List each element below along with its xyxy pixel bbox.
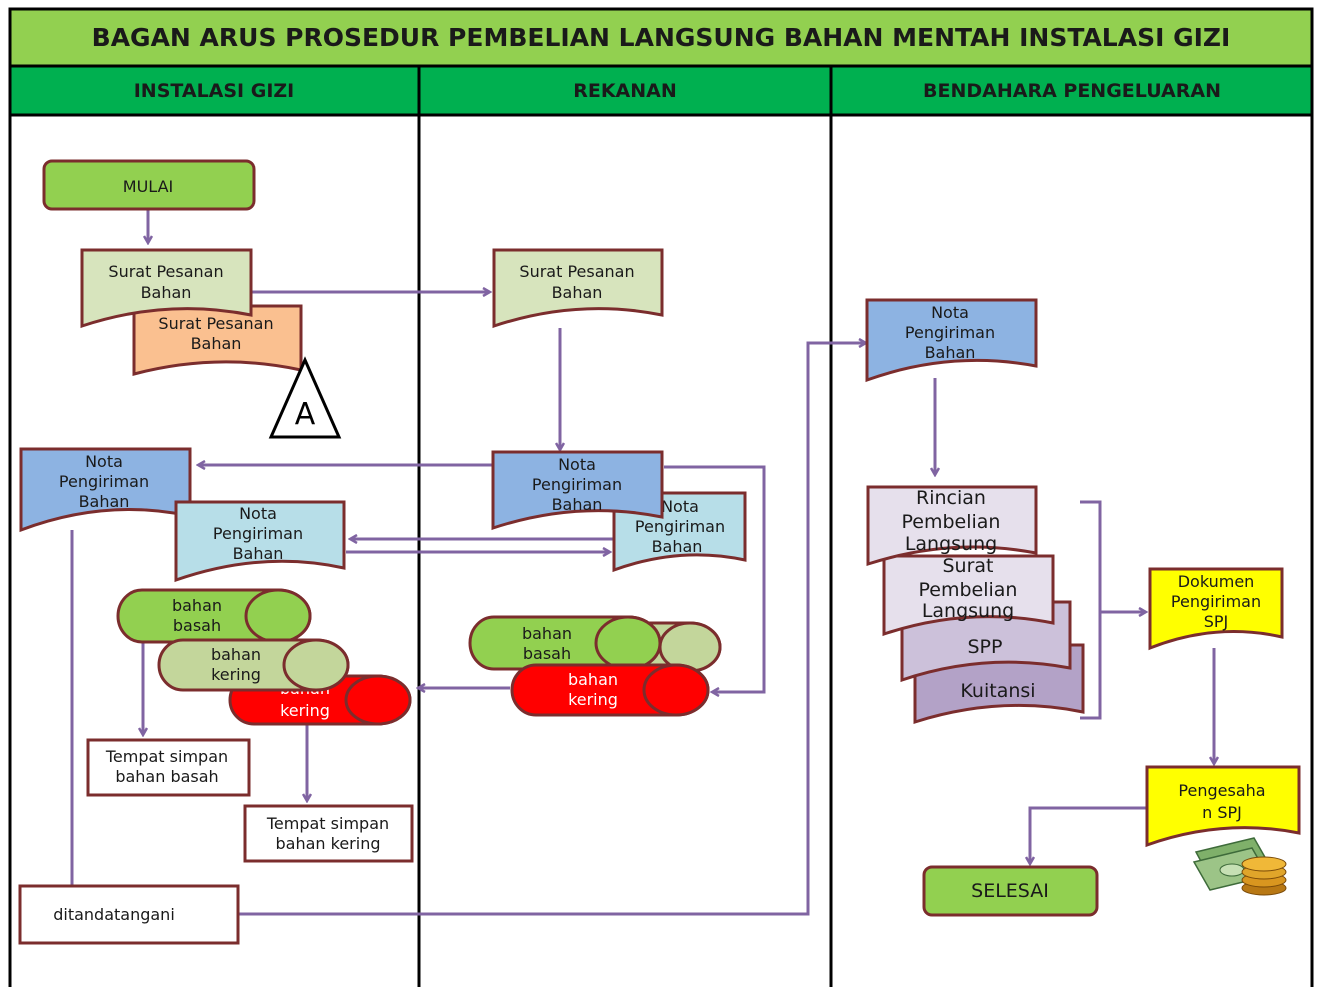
kering-ig-line1: bahan [211, 645, 261, 664]
title-bar [8, 7, 1314, 68]
nota-ig2-line3: Bahan [233, 544, 284, 563]
nota-ig2-line2: Pengiriman [213, 524, 303, 543]
offpage-connector-a [268, 356, 342, 439]
lane-label-bendahara: BENDAHARA PENGELUARAN [923, 80, 1221, 102]
ditandatangani-label: ditandatangani [53, 905, 175, 924]
kuitansi-label: Kuitansi [960, 680, 1035, 702]
cylinder-cap [344, 674, 412, 726]
rincian-line3: Langsung [905, 533, 997, 555]
kering-ig2-line2: kering [280, 701, 330, 720]
document-rincian-pembelian-langsung [866, 485, 1038, 567]
document-nota-pengiriman-bp [865, 298, 1038, 383]
sp-copy-line1: Surat Pesanan [158, 314, 273, 333]
basah-rek-line1: bahan [522, 624, 572, 643]
lane-header-instalasi-gizi [8, 64, 421, 117]
sp-rek-line1: Surat Pesanan [519, 262, 634, 281]
basah-rek-line2: basah [523, 644, 571, 663]
sp-rek-line2: Bahan [552, 283, 603, 302]
nota-rek2-line3: Bahan [652, 537, 703, 556]
rincian-line1: Rincian [916, 487, 986, 509]
surat-pl-line3: Langsung [922, 600, 1014, 622]
start-label: MULAI [123, 177, 173, 196]
document-surat-pesanan-ig [80, 248, 253, 329]
nota-ig2-line1: Nota [239, 504, 277, 523]
basah-ig-line1: bahan [172, 596, 222, 615]
nota-rek-line3: Bahan [552, 495, 603, 514]
nota-bp-line1: Nota [931, 303, 969, 322]
kering-rek-line2: kering [568, 690, 618, 709]
surat-pl-line2: Pembelian [919, 579, 1018, 601]
document-surat-pembelian-langsung [882, 554, 1055, 637]
dok-spj-line1: Dokumen [1178, 572, 1255, 591]
nota-ig-line1: Nota [85, 452, 123, 471]
cylinder-cap [642, 663, 710, 717]
simpan-basah-line1: Tempat simpan [105, 747, 228, 766]
money-icon [1192, 837, 1287, 896]
document-nota-pengiriman-rekanan [491, 450, 664, 531]
arrow-ditandatangani-to-bp [238, 343, 866, 916]
basah-ig-line2: basah [173, 616, 221, 635]
nota-rek2-line2: Pengiriman [635, 517, 725, 536]
lane-label-instalasi-gizi: INSTALASI GIZI [134, 80, 295, 102]
pengesahan-line1: Pengesaha [1178, 781, 1265, 800]
rincian-line2: Pembelian [902, 511, 1001, 533]
nota-bp-line2: Pengiriman [905, 323, 995, 342]
document-pengesahan-spj [1145, 765, 1301, 848]
surat-pl-line1: Surat [942, 555, 993, 577]
process-ditandatangani [18, 884, 240, 945]
offpage-connector-label: A [295, 397, 316, 432]
start-terminal [42, 159, 256, 211]
document-surat-pesanan-copy [132, 304, 303, 376]
nota-bp-line3: Bahan [925, 343, 976, 362]
kering-ig-line2: kering [211, 665, 261, 684]
diagram-title: BAGAN ARUS PROSEDUR PEMBELIAN LANGSUNG B… [92, 23, 1231, 52]
nota-ig-line3: Bahan [79, 492, 130, 511]
nota-rek-line2: Pengiriman [532, 475, 622, 494]
document-pengiriman-spj [1148, 567, 1284, 651]
storage-bahan-basah [86, 738, 251, 797]
storage-bahan-kering [243, 804, 414, 863]
nota-rek2-line1: Nota [661, 497, 699, 516]
simpan-basah-line2: bahan basah [115, 767, 218, 786]
dok-spj-line3: SPJ [1204, 612, 1229, 631]
kering-rek-line1: bahan [568, 670, 618, 689]
end-label: SELESAI [971, 880, 1049, 902]
cylinder-cap [282, 638, 350, 692]
simpan-kering-line1: Tempat simpan [266, 814, 389, 833]
cylinder-cap [594, 615, 662, 671]
simpan-kering-line2: bahan kering [276, 834, 381, 853]
spp-label: SPP [968, 636, 1003, 658]
arrow-pengesahan-to-selesai [1030, 806, 1147, 864]
dok-spj-line2: Pengiriman [1171, 592, 1261, 611]
lane-header-bendahara [829, 64, 1314, 117]
document-surat-pesanan-rekanan [492, 248, 664, 329]
sp-ig-line1: Surat Pesanan [108, 262, 223, 281]
cylinder-cap [244, 588, 312, 644]
sp-copy-line2: Bahan [191, 334, 242, 353]
nota-rek-line1: Nota [558, 455, 596, 474]
lane-label-rekanan: REKANAN [573, 80, 677, 102]
document-spp [900, 600, 1072, 683]
pengesahan-line2: n SPJ [1202, 803, 1242, 822]
lane-header-rekanan [417, 64, 833, 117]
arrow-nota-rek-to-bahan [664, 465, 766, 692]
nota-ig-line2: Pengiriman [59, 472, 149, 491]
sp-ig-line2: Bahan [141, 283, 192, 302]
brace-documents [1080, 500, 1102, 720]
document-nota-pengiriman-ig-copy [174, 500, 346, 583]
end-terminal [922, 865, 1099, 917]
